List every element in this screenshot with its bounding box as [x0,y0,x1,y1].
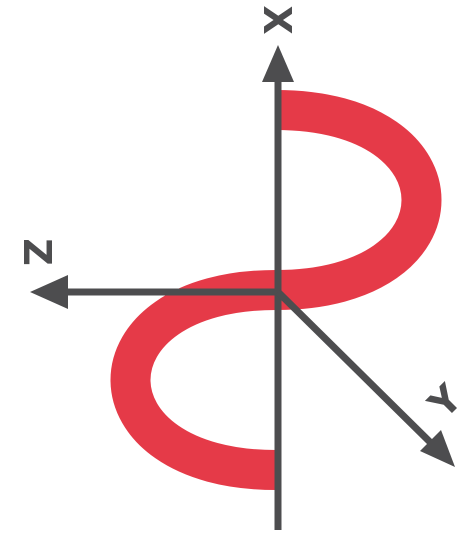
y-axis-label: Y [419,376,468,428]
y-axis-line [278,292,432,444]
z-axis-label: Z [15,238,59,266]
z-axis-arrowhead [30,275,68,309]
x-axis-arrowhead [262,45,294,82]
x-axis-label: X [255,5,299,34]
